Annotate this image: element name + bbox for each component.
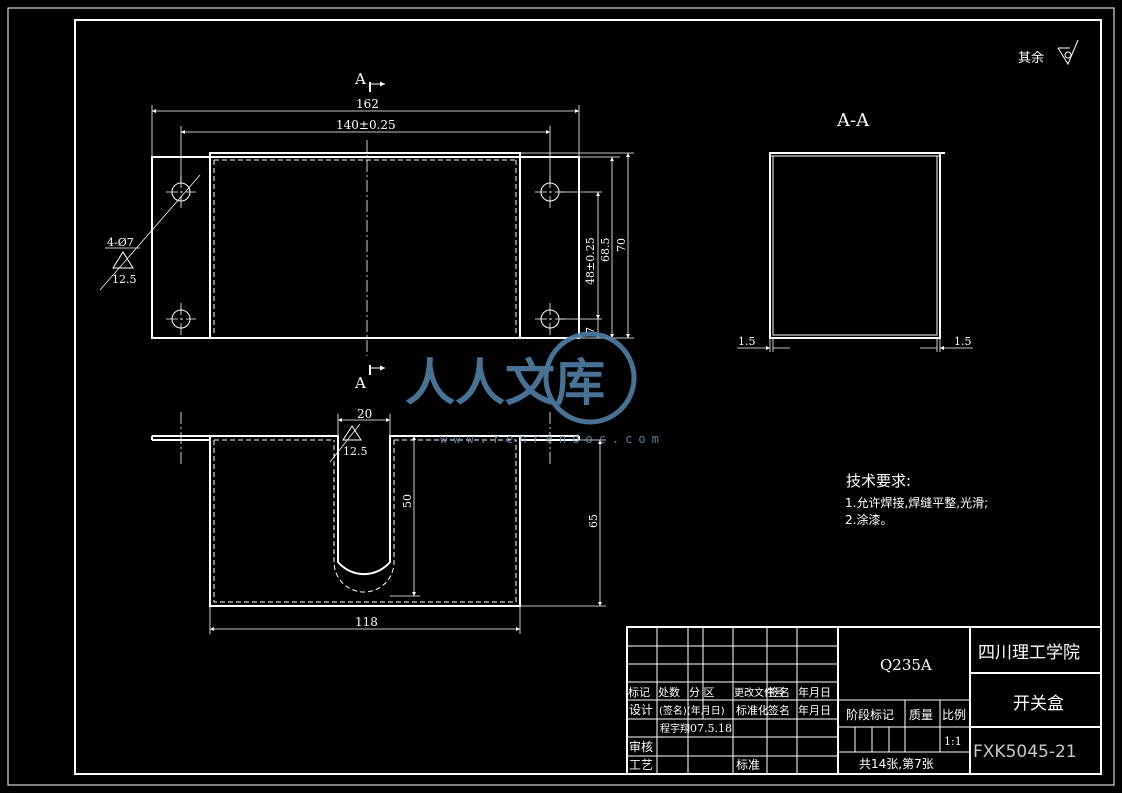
dim-edge-offset: 7 [584,327,597,334]
tb-mass: 质量 [909,708,933,722]
dim-slot-width: 20 [357,407,372,421]
tb-label-date: 年月日 [798,685,831,699]
dim-hole-callout: 4-Ø7 [107,236,134,249]
tb-design: 设计 [629,703,653,717]
watermark-logo-icon [543,331,637,425]
tb-sheets: 共14张,第7张 [859,757,934,771]
tech-req-item-1: 1.允许焊接,焊缝平整,光滑; [845,495,988,510]
section-view-title: A-A [836,110,870,131]
tb-designer: 程宇翔 [660,722,690,735]
front-view: 20 12.5 50 65 118 [151,407,606,634]
tb-drawing-no: FXK5045-21 [973,742,1077,762]
tb-process: 工艺 [629,758,653,772]
tb-sign-date: (签名)(年月日) [659,704,725,717]
dim-roughness-1: 12.5 [112,273,137,286]
inner-border [74,19,1102,775]
tb-label-sign: 签名 [768,685,790,699]
tb-label-mark: 标记 [628,685,650,699]
tb-label-change-doc: 更改文件号 [734,686,784,699]
dim-hole-spacing: 140±0.25 [336,118,396,132]
tb-label-count: 处数 [658,686,680,699]
dim-overall-width: 162 [356,97,379,111]
tb-part-name: 开关盒 [1013,694,1064,714]
watermark: 人人文库 www.renrendoc.com [405,331,665,446]
section-view: A-A 1.5 1.5 [737,110,973,352]
tb-date: 07.5.18 [690,722,732,735]
dim-slot-depth: 50 [401,494,414,508]
tb-scale: 1:1 [944,735,962,748]
tb-school: 四川理工学院 [978,643,1080,663]
dim-wall-right: 1.5 [954,335,972,348]
roughness-symbol-icon [1057,39,1079,66]
dim-outer-height: 70 [615,238,628,252]
hole-leader [99,174,201,291]
title-block: 标记 处数 分 区 更改文件号 签名 年月日 设计 (签名)(年月日) 标准化 … [626,626,1102,775]
tech-requirements: 技术要求: 1.允许焊接,焊缝平整,光滑; 2.涂漆。 [845,472,988,527]
section-label-bottom: A [354,374,366,392]
box-outline [209,152,521,339]
mounting-holes [166,176,565,335]
tb-label-zone: 分 区 [689,686,715,699]
top-view: A A [99,70,634,392]
dim-inner-height: 68.5 [599,238,612,263]
surface-mark-text: 其余 [1018,50,1044,66]
surface-roughness-note: 其余 [1018,39,1079,66]
tb-approve: 标准 [736,758,760,772]
section-label-top: A [354,70,366,88]
tb-date-col: 年月日 [798,703,831,717]
dim-hole-vertical: 48±0.25 [584,237,597,285]
tb-sign: 签名 [768,703,790,717]
roughness-triangle-icon [112,251,134,269]
outer-border [7,7,1115,786]
dim-roughness-2: 12.5 [343,445,368,458]
tb-standardize: 标准化 [736,703,769,717]
dim-wall-left: 1.5 [738,335,756,348]
dim-box-height: 65 [587,514,600,528]
watermark-text: 人人文库 [405,353,605,412]
front-box-outline [209,435,521,607]
tech-req-title: 技术要求: [846,472,911,490]
tb-material: Q235A [880,656,932,674]
tb-stage-mark: 阶段标记 [846,707,894,722]
dim-box-width: 118 [355,615,378,629]
roughness-triangle-2-icon [342,425,362,441]
plate-outline [151,156,580,339]
watermark-url: www.renrendoc.com [440,432,665,446]
tb-review: 审核 [629,739,653,754]
tb-scale-label: 比例 [942,708,966,722]
tech-req-item-2: 2.涂漆。 [845,512,892,527]
